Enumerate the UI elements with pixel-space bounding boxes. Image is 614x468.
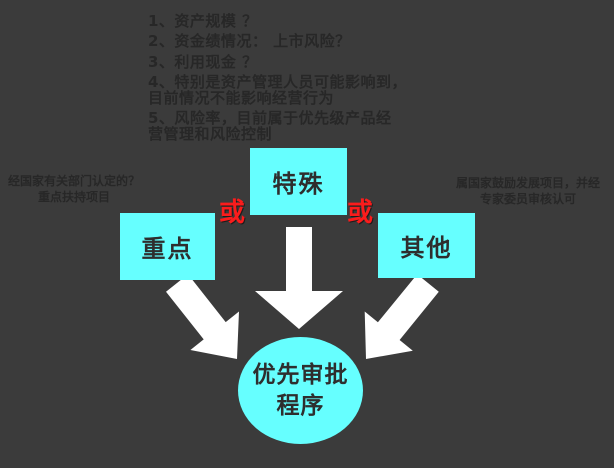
special-box: 特殊	[250, 148, 347, 215]
note-line-4b: 目前情况不能影响经营行为	[148, 89, 335, 107]
key-box: 重点	[120, 213, 215, 280]
priority-approval-circle: 优先审批 程序	[238, 337, 363, 444]
priority-approval-circle-line1: 优先审批	[252, 361, 349, 388]
arrow-from-key-box	[166, 274, 239, 359]
left-condition-note: 经国家有关部门认定的？ 重点扶持项目	[2, 173, 146, 205]
priority-approval-circle-line2: 程序	[276, 392, 325, 419]
left-condition-note-line1: 经国家有关部门认定的？	[7, 174, 140, 188]
arrow-from-special-box	[255, 227, 343, 329]
right-condition-note-line1: 属国家鼓励发展项目，并经	[455, 176, 600, 190]
right-condition-note-line2: 专家委员审核认可	[479, 192, 576, 206]
or-label-left: 或	[219, 198, 246, 228]
note-line-3: 3、利用现金 ？	[148, 53, 258, 71]
note-line-1: 1、资产规模 ？	[148, 12, 258, 30]
note-line-5b: 营管理和风险控制	[148, 125, 273, 143]
left-condition-note-line2: 重点扶持项目	[37, 190, 110, 204]
note-line-5: 5、风险率，目前属于优先级产品经	[148, 109, 392, 127]
arrow-from-other-box	[364, 274, 439, 359]
other-box: 其他	[378, 213, 475, 278]
note-line-2: 2、资金绩情况： 上市风险？	[148, 32, 351, 50]
right-condition-note: 属国家鼓励发展项目，并经 专家委员审核认可	[444, 175, 612, 207]
or-label-right: 或	[347, 198, 374, 228]
note-line-4: 4、特别是资产管理人员可能影响到，	[148, 73, 407, 91]
